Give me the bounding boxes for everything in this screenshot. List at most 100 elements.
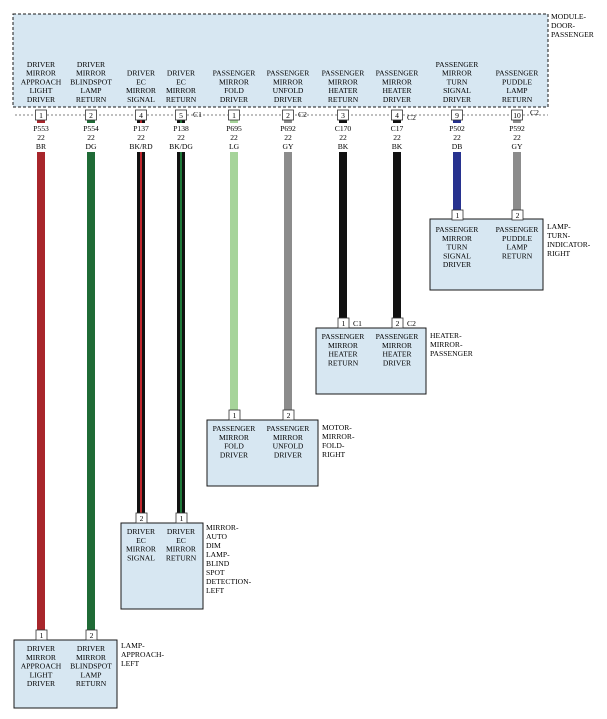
component-name-line-1: LAMP-: [547, 222, 571, 231]
component-pin-number: 1: [233, 411, 237, 420]
component-pin-label-line: MIRROR: [328, 341, 359, 350]
component-pin-label-line: RETURN: [502, 251, 533, 260]
component-name-line-2: MIRROR-: [430, 340, 463, 349]
component-pin-label-line: MIRROR: [26, 653, 57, 662]
component-pin-label-line: PASSENGER: [267, 424, 311, 433]
module-pin: [337, 109, 349, 121]
module-pin: [282, 109, 294, 121]
module-pin-label: HEATER: [328, 86, 358, 95]
circuit-label-bg: [167, 123, 195, 152]
component-pin-label-line: DRIVER: [220, 450, 249, 459]
circuit-label-color-code: BR: [36, 142, 47, 151]
component-pin-label-line: DRIVER: [167, 527, 196, 536]
module-pin-number: 1: [232, 111, 236, 120]
circuit-label-gauge: 22: [513, 133, 521, 142]
component-pin: [391, 317, 404, 329]
component-pin: [85, 629, 98, 641]
module-pin-label: MIRROR: [273, 77, 304, 86]
connector-label-c1-first: C1: [193, 110, 202, 119]
module-pin-label: HEATER: [382, 86, 412, 95]
component-pin-label-line: DRIVER: [27, 644, 56, 653]
connector-label-c2-first: C2: [298, 110, 307, 119]
module-pin-label: PASSENGER: [436, 60, 480, 69]
circuit-label-bg: [329, 123, 357, 152]
circuit-label-circuit: P695: [226, 124, 242, 133]
component-name-line-2: TURN-: [547, 231, 571, 240]
wire-stripe: [180, 120, 182, 513]
circuit-label-bg: [127, 123, 155, 152]
component-pin-label-line: EC: [176, 536, 186, 545]
component-name-line-2: MIRROR-: [322, 432, 355, 441]
component-name-line-1: MOTOR-: [322, 423, 352, 432]
module-pin-label: EC: [136, 77, 146, 86]
component-pin-label-line: LAMP: [506, 243, 527, 252]
component-pin-label-line: TURN: [447, 243, 468, 252]
component-name-line-1: HEATER-: [430, 331, 462, 340]
component-pin-number: 2: [90, 631, 94, 640]
component-pin-label-line: MIRROR: [76, 653, 107, 662]
component-pin-label-line: DRIVER: [443, 260, 472, 269]
module-pin-label: DRIVER: [77, 60, 106, 69]
component-pin-number: 2: [396, 319, 400, 328]
component-pin-number: 1: [456, 211, 460, 220]
component-box: [120, 522, 204, 610]
circuit-label-color-code: BK/DG: [169, 142, 193, 151]
component-pin-label-line: PASSENGER: [322, 332, 366, 341]
component-pin: [135, 512, 148, 524]
component-pin-label-line: PASSENGER: [436, 225, 480, 234]
module-pin-label: PASSENGER: [322, 69, 366, 78]
circuit-label-circuit: P502: [449, 124, 465, 133]
component-name-line-4: LAMP-: [206, 550, 230, 559]
module-pin: [228, 109, 240, 121]
module-pin-label: RETURN: [502, 95, 533, 104]
module-pin-label: LAMP: [506, 86, 527, 95]
component-pin-label-line: PUDDLE: [502, 234, 532, 243]
component-pin-label-line: PASSENGER: [496, 225, 540, 234]
module-pin-label: RETURN: [328, 95, 359, 104]
module-pin-label: MIRROR: [382, 77, 413, 86]
component-pin-label-line: SIGNAL: [127, 553, 155, 562]
circuit-label-bg: [27, 123, 55, 152]
component-pin: [228, 409, 241, 421]
circuit-label-color-code: BK/RD: [129, 142, 153, 151]
component-pin-label-line: MIRROR: [382, 341, 413, 350]
component-pin-label-line: PASSENGER: [376, 332, 420, 341]
component-pin-label-line: MIRROR: [442, 234, 473, 243]
circuit-label-bg: [383, 123, 411, 152]
component-box: [315, 327, 427, 395]
circuit-label-bg: [443, 123, 471, 152]
module-pin-label: SIGNAL: [443, 86, 471, 95]
wire-dg: [87, 120, 95, 630]
connector-label-c2-heater-top: C2: [407, 113, 416, 122]
module-pin-number: 10: [513, 111, 521, 120]
module-pin-label: DRIVER: [167, 69, 196, 78]
wire-gy: [284, 120, 292, 410]
module-pin-label: MIRROR: [126, 86, 157, 95]
component-pin-label-line: FOLD: [224, 442, 244, 451]
connector-label-c2-last: C2: [530, 108, 539, 117]
component-pin-label-line: RETURN: [76, 679, 107, 688]
module-pin-number: 1: [39, 111, 43, 120]
component-name-line-7: DETECTION-: [206, 577, 252, 586]
wires: [37, 120, 521, 630]
component-pin-label-line: MIRROR: [219, 433, 250, 442]
module-pin: [175, 109, 187, 121]
module-pin-label: UNFOLD: [273, 86, 304, 95]
component-pin: [511, 209, 524, 221]
circuit-label-color-code: GY: [512, 142, 523, 151]
circuit-label-gauge: 22: [87, 133, 95, 142]
component-name-line-6: SPOT: [206, 568, 225, 577]
wire-br: [37, 120, 45, 630]
module-pin-label: MIRROR: [328, 77, 359, 86]
module-pin-label: DRIVER: [27, 60, 56, 69]
module-pin-number: 5: [179, 111, 183, 120]
module-name-line-1: MODULE-: [551, 12, 586, 21]
module-door-passenger: MODULE- DOOR- PASSENGER DRIVERMIRRORAPPR…: [12, 12, 595, 116]
component-box: [13, 639, 118, 709]
circuit-label-circuit: C17: [391, 124, 404, 133]
